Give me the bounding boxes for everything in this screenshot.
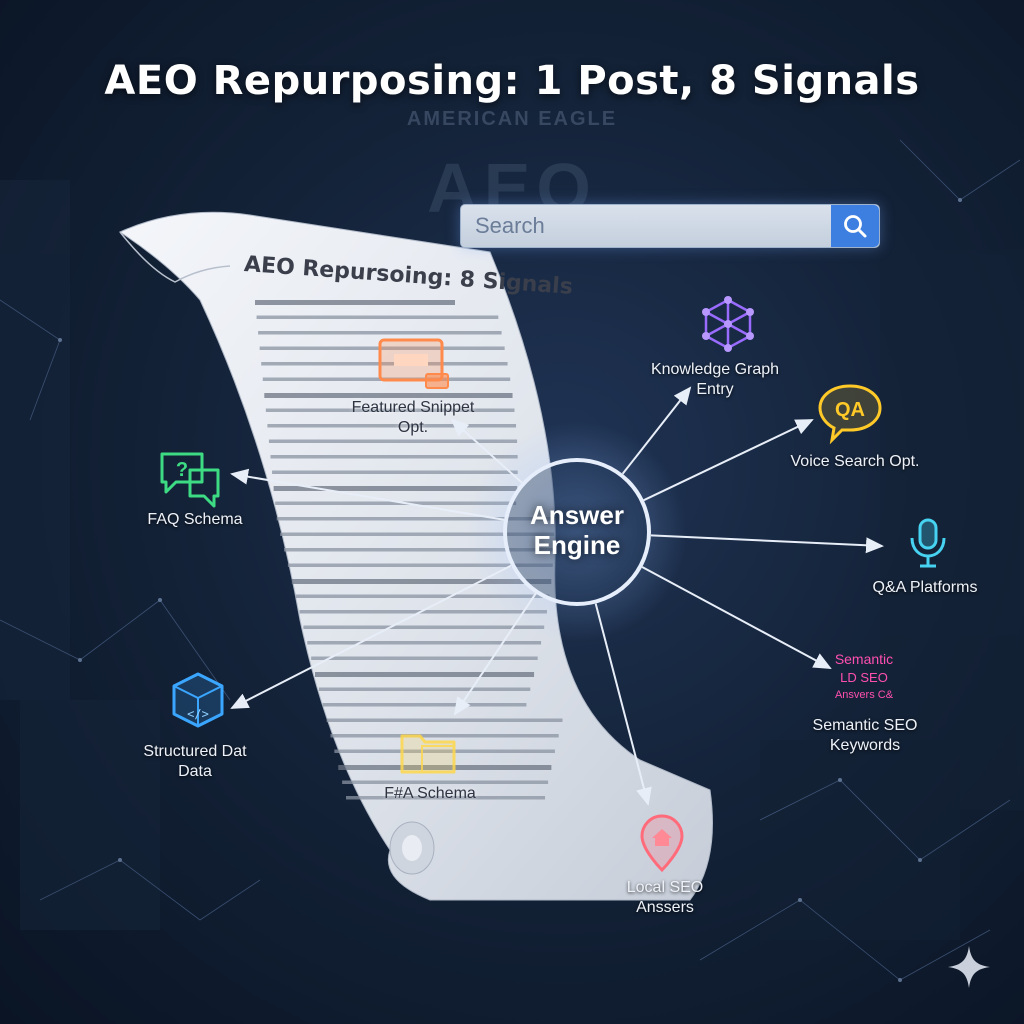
document-text-line [259, 346, 505, 350]
document-text-line [326, 718, 563, 722]
document-text-line [255, 300, 455, 305]
signal-label-line2: Keywords [829, 737, 901, 754]
connection-arrows [230, 386, 884, 806]
signal-label-line1: Featured Snippet [351, 399, 475, 416]
network-graph-icon [702, 296, 754, 352]
answer-engine-hub [503, 458, 651, 606]
folder-icon [400, 734, 456, 774]
svg-text:QA: QA [835, 399, 865, 421]
document-text-line [284, 548, 554, 552]
signal-label-voice-search: Voice Search Opt. [785, 452, 925, 472]
document-text-line [270, 455, 518, 459]
svg-text:?: ? [176, 459, 188, 481]
document-text-line [258, 331, 502, 335]
document-text-lines [255, 300, 563, 800]
arrow-faq-schema [230, 468, 505, 521]
document-text-line [334, 749, 555, 753]
signal-label-structured-data: Structured Dat Data [135, 742, 255, 782]
arrow-fa-schema [453, 592, 537, 716]
document-text-line [295, 594, 550, 598]
signal-label-fa-schema: F#A Schema [370, 784, 490, 804]
signal-label-featured-snippet: Featured Snippet Opt. [348, 398, 478, 438]
signal-label-line1: Structured Dat [143, 743, 247, 760]
search-button[interactable] [831, 205, 879, 247]
document-text-line [261, 362, 508, 366]
signal-label-line2: Data [178, 763, 212, 780]
document-scroll [118, 211, 713, 901]
code-cube-icon: </> [172, 672, 224, 728]
signal-label-line1: Q&A Platforms [872, 579, 978, 596]
arrow-featured-snippet [450, 418, 523, 484]
background-network [0, 139, 1024, 982]
search-bar [460, 204, 880, 248]
signal-label-line1: Semantic SEO [812, 717, 918, 734]
semantic-words-icon: Semantic LD SEO Ansvers C& [835, 651, 894, 701]
signal-label-line1: Knowledge Graph [650, 361, 780, 378]
signal-label-line1: F#A Schema [384, 785, 476, 802]
signal-label-qa-platforms: Q&A Platforms [865, 578, 985, 598]
signal-label-local-seo: Local SEO Anssers [605, 878, 725, 918]
document-text-line [330, 734, 559, 738]
arrow-voice-search [643, 419, 814, 502]
hub-label: Answer Engine [512, 500, 642, 560]
microphone-icon [910, 518, 946, 568]
document-text-line [311, 656, 538, 660]
document-text-line [268, 439, 518, 443]
signal-label-line1: FAQ Schema [147, 511, 243, 528]
document-text-line [267, 424, 517, 428]
signal-label-knowledge-graph: Knowledge Graph Entry [645, 360, 785, 400]
hub-label-line2: Engine [533, 530, 621, 560]
document-text-line [265, 408, 515, 412]
document-text-line [318, 687, 531, 691]
document-text-line [273, 486, 518, 491]
document-text-line [338, 765, 552, 770]
snippet-card-icon [378, 338, 449, 389]
signal-label-line2: Anssers [636, 899, 694, 916]
location-pin-icon [640, 814, 684, 873]
document-text-line [303, 625, 545, 629]
svg-text:Semantic: Semantic [835, 651, 893, 667]
document-text-line [275, 501, 517, 505]
document-text-line [280, 532, 555, 536]
arrow-structured-data [230, 564, 512, 709]
page-title: AEO Repurposing: 1 Post, 8 Signals [104, 58, 920, 104]
document-text-line [287, 563, 553, 567]
hub-label-line1: Answer [530, 500, 624, 530]
signal-label-line2: Opt. [397, 419, 429, 436]
arrow-qa-platforms [650, 534, 884, 554]
svg-text:</>: </> [187, 707, 209, 721]
document-text-line [307, 641, 542, 645]
search-input[interactable] [461, 205, 829, 247]
brand-watermark: AMERICAN EAGLE [406, 108, 618, 130]
signal-label-line1: Voice Search Opt. [790, 453, 920, 470]
hub-glow [467, 422, 687, 642]
document-text-line [272, 470, 518, 474]
arrow-local-seo [594, 603, 652, 806]
signal-label-semantic-seo: Semantic SEO Keywords [800, 716, 930, 756]
signal-label-line1: Local SEO [626, 879, 704, 896]
document-text-line [276, 517, 555, 521]
sparkle-icon [948, 946, 990, 988]
svg-text:Ansvers C&: Ansvers C& [835, 689, 894, 701]
document-text-line [342, 780, 549, 784]
signal-label-faq-schema: FAQ Schema [140, 510, 250, 530]
document-text-line [291, 579, 552, 584]
qa-bubble-icon: QA [818, 384, 882, 445]
document-text-line [346, 796, 546, 800]
arrow-semantic-seo [641, 566, 832, 669]
arrow-knowledge-graph [621, 386, 692, 475]
document-text-line [256, 315, 499, 319]
document-text-line [322, 703, 527, 707]
chat-question-icon: ? [160, 452, 220, 508]
signal-label-line2: Entry [696, 381, 734, 398]
svg-text:LD SEO: LD SEO [840, 670, 888, 685]
search-icon [844, 215, 867, 238]
document-text-line [299, 610, 547, 614]
document-text-line [315, 672, 535, 677]
document-text-line [264, 393, 513, 398]
